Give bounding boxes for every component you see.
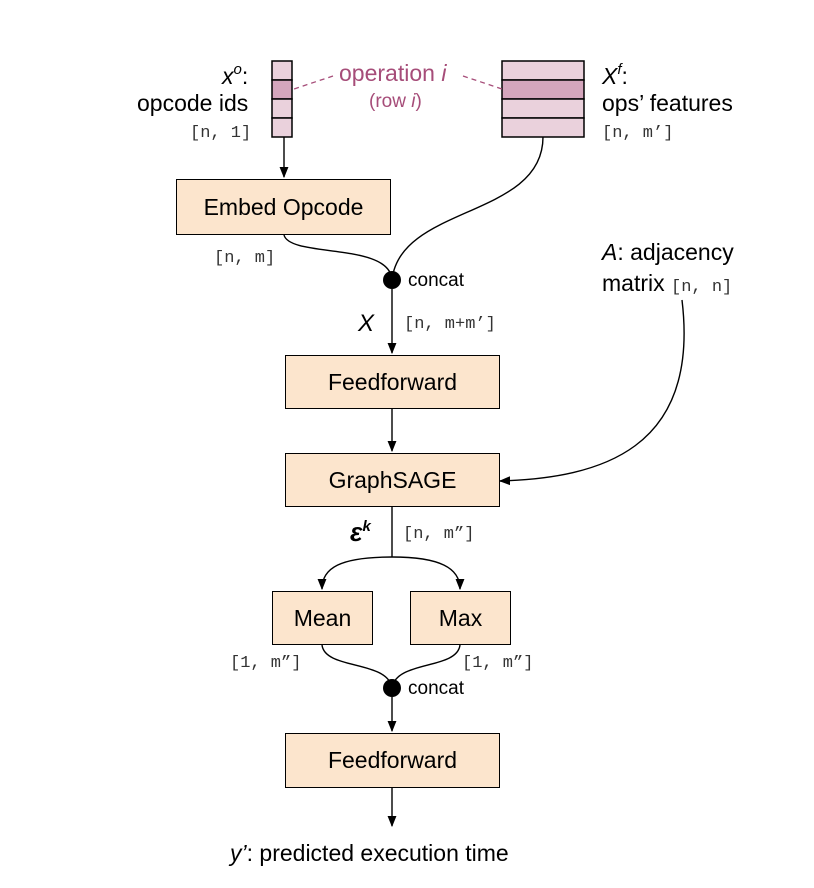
feedforward-box-1: Feedforward [285,355,500,409]
max-shape: [1, m”] [462,654,534,673]
edge-split-mean [317,556,393,591]
adjacency-matrix-label: matrix [n, n] [602,270,733,297]
edge-features-concat [391,136,544,281]
max-box: Max [410,591,511,645]
mean-box: Mean [272,591,373,645]
operation-label: operation i [339,60,447,86]
features-symbol: Xf: [602,61,628,89]
edge-split-max [391,556,465,591]
operation-pointer-right [462,75,503,90]
ops-features-matrix [501,60,585,138]
features-shape: [n, m’] [602,124,674,143]
output-label: y’: predicted execution time [230,840,509,866]
opcode-ids-vector [271,60,293,138]
embed-shape: [n, m] [214,249,276,268]
concat-label-1: concat [408,270,464,291]
edge-embed-concat [283,234,393,281]
feedforward-box-2: Feedforward [285,733,500,788]
epsilon-shape: [n, m”] [403,525,475,544]
graphsage-box: GraphSAGE [285,453,500,507]
epsilon-symbol: εk [350,517,371,547]
x-shape: [n, m+m’] [404,315,496,334]
opcode-symbol: xo: [222,61,249,89]
edge-adjacency-graphsage [498,299,685,486]
edge-mean-concat [321,644,393,689]
opcode-shape: [n, 1] [190,124,252,143]
ops-features-label: ops’ features [602,90,733,116]
embed-opcode-box: Embed Opcode [176,179,391,235]
row-label: (row i) [369,91,422,112]
concat-node-2 [383,679,401,697]
adjacency-label: A: adjacency [602,239,734,265]
concat-node-1 [383,271,401,289]
x-symbol: X [358,310,375,337]
mean-shape: [1, m”] [230,654,302,673]
operation-pointer-left [293,75,334,90]
concat-label-2: concat [408,678,464,699]
opcode-ids-label: opcode ids [137,90,249,116]
